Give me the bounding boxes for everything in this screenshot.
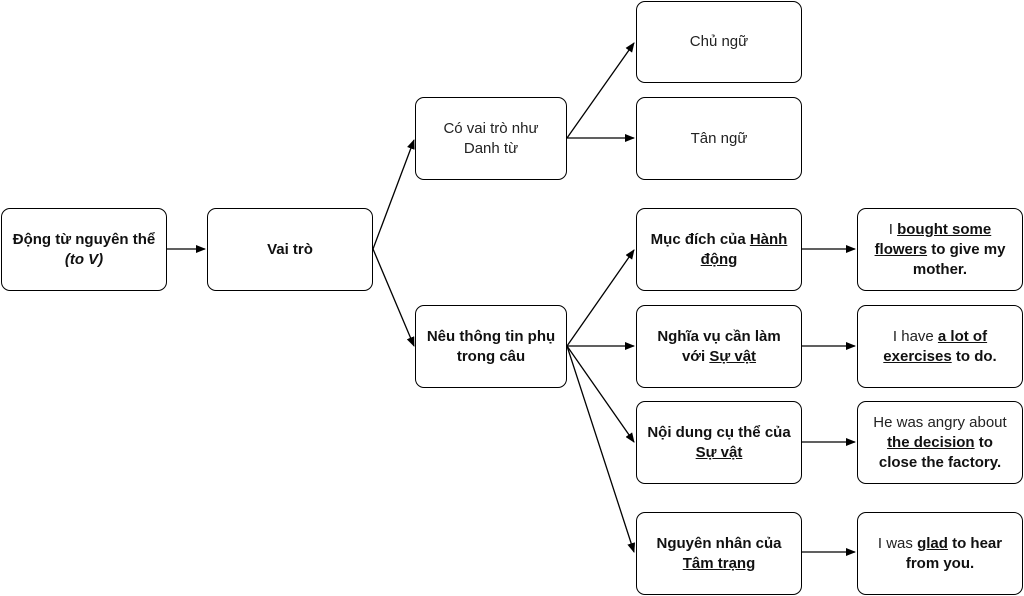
example-text: mother. [912, 260, 968, 278]
example-text: I was [877, 534, 918, 552]
example-obligation: I have a lot of exercises to do. [857, 305, 1023, 388]
node-label-underlined: động [700, 250, 738, 268]
node-label-underlined: Tâm trạng [682, 554, 756, 572]
node-label: Nghĩa vụ cần làm [657, 327, 781, 345]
example-text: to hear [947, 534, 1003, 552]
node-label: Nguyên nhân của [656, 534, 782, 552]
arrow-extra-content [566, 345, 635, 443]
example-text: He was angry about [873, 413, 1007, 431]
node-noun-role: Có vai trò như Danh từ [415, 97, 567, 180]
example-purpose: I bought some flowers to give my mother. [857, 208, 1023, 291]
node-label: trong câu [456, 347, 526, 365]
node-label: Vai trò [267, 240, 313, 258]
node-content: Nội dung cụ thể của Sự vật [636, 401, 802, 484]
node-label: Chủ ngữ [689, 33, 749, 50]
node-label-underlined: Hành [749, 230, 788, 248]
node-label: Nêu thông tin phụ [426, 327, 556, 345]
example-highlight: a lot of [937, 327, 988, 345]
example-highlight: bought some [897, 220, 992, 238]
node-label-underlined: Sự vật [695, 443, 743, 461]
node-label-underlined: Sự vật [709, 347, 757, 365]
example-highlight: the decision [887, 433, 975, 451]
node-label: Có vai trò như [443, 119, 539, 137]
node-role: Vai trò [207, 208, 373, 291]
example-highlight: glad [917, 534, 948, 552]
node-label: Động từ nguyên thể [12, 230, 156, 248]
arrow-role-noun [372, 139, 415, 250]
node-label: Danh từ [463, 139, 519, 157]
example-text: I [888, 220, 898, 238]
example-text: to do. [951, 347, 997, 365]
example-text: to give my [927, 240, 1006, 258]
node-object: Tân ngữ [636, 97, 802, 180]
node-label: Tân ngữ [690, 129, 748, 147]
arrow-noun-subject [566, 42, 635, 139]
node-obligation: Nghĩa vụ cần làm với Sự vật [636, 305, 802, 388]
node-label: với [681, 347, 710, 365]
node-subject: Chủ ngữ [636, 1, 802, 83]
node-cause: Nguyên nhân của Tâm trạng [636, 512, 802, 595]
example-highlight: flowers [874, 240, 928, 258]
example-highlight: exercises [883, 347, 952, 365]
example-text: close the factory. [878, 453, 1002, 471]
node-label: Mục đích của [650, 230, 750, 248]
node-purpose: Mục đích của Hành động [636, 208, 802, 291]
node-extra-info: Nêu thông tin phụ trong câu [415, 305, 567, 388]
arrow-extra-cause [566, 345, 636, 553]
example-cause: I was glad to hear from you. [857, 512, 1023, 595]
node-label-italic: (to V) [64, 250, 104, 268]
example-content: He was angry about the decision to close… [857, 401, 1023, 484]
arrow-extra-purpose [566, 249, 635, 347]
example-text: I have [892, 327, 938, 345]
node-label: Nội dung cụ thể của [647, 423, 791, 441]
node-to-infinitive: Động từ nguyên thể (to V) [1, 208, 167, 291]
example-text: from you. [905, 554, 975, 572]
arrow-role-extra [372, 248, 415, 347]
example-text: to [974, 433, 993, 451]
